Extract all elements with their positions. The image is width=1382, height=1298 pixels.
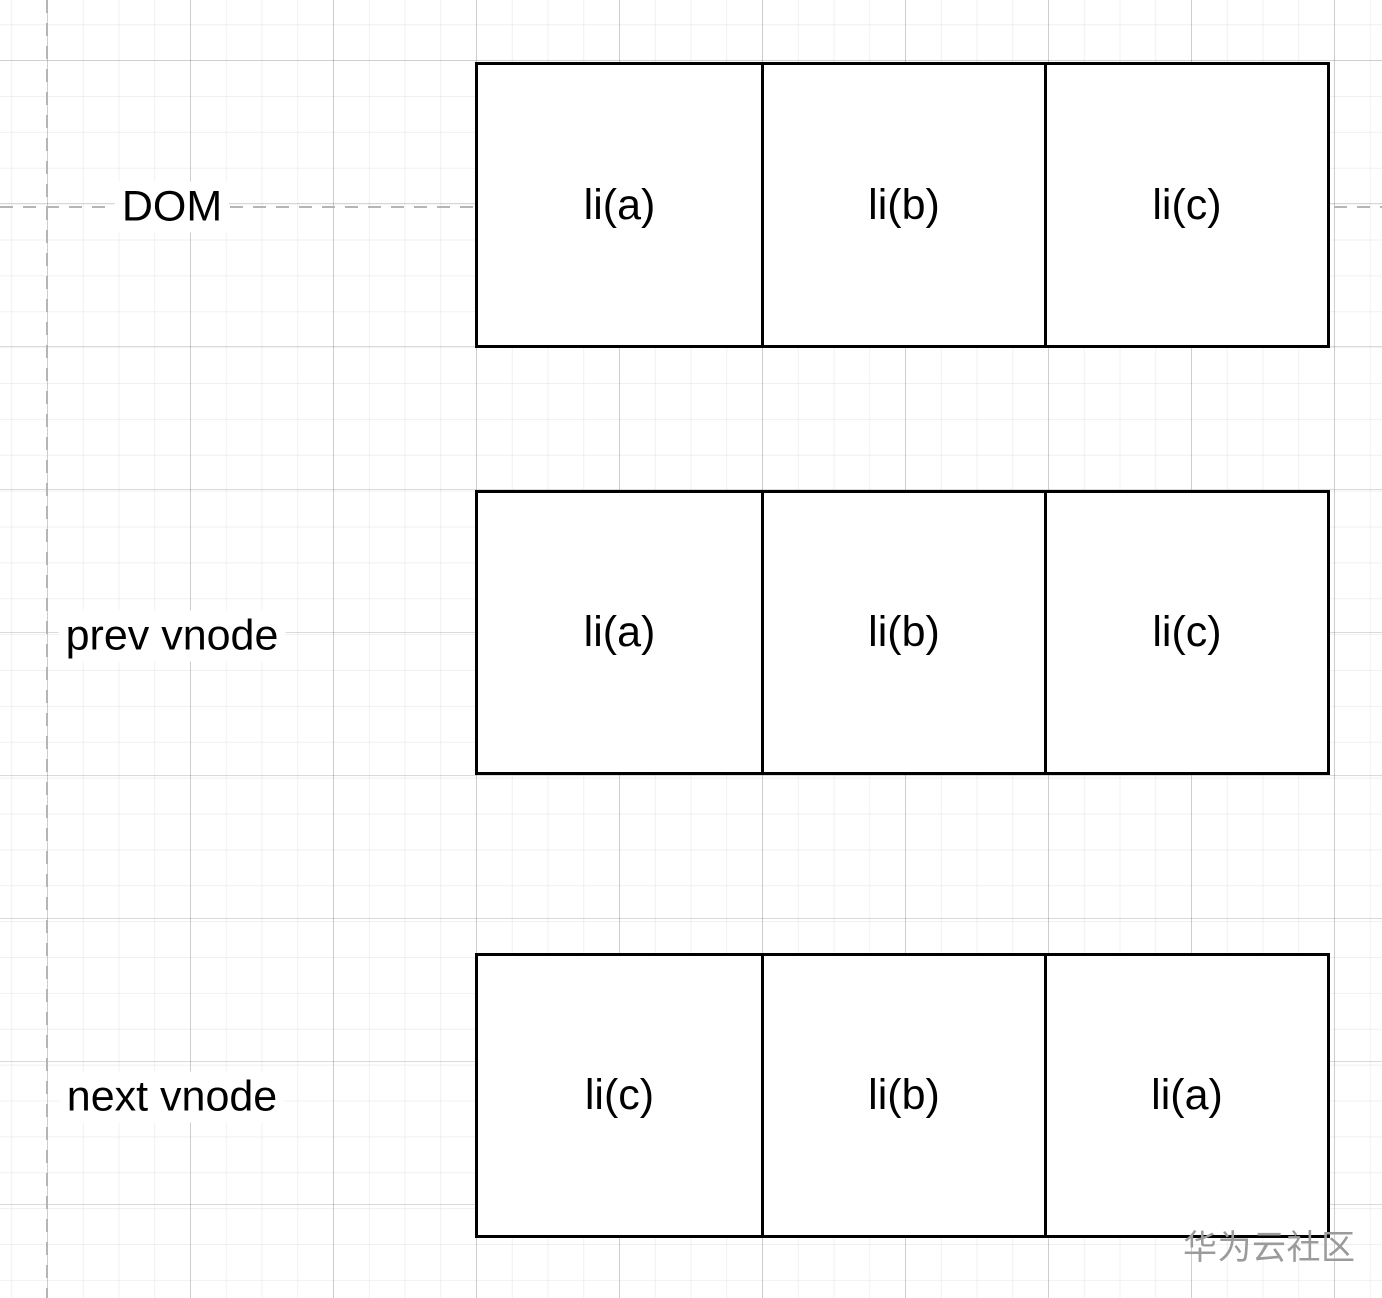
row-label-prev-vnode: prev vnode	[58, 610, 286, 662]
next-vnode-row: li(c) li(b) li(a)	[475, 953, 1330, 1238]
dom-node-row: li(a) li(b) li(c)	[475, 62, 1330, 348]
next-vnode-box-3: li(a)	[1044, 956, 1327, 1235]
page-boundary-vertical-dashed-line	[46, 0, 48, 1298]
row-label-dom: DOM	[114, 181, 230, 233]
next-vnode-box-1: li(c)	[478, 956, 761, 1235]
dom-node-box-2: li(b)	[761, 65, 1044, 345]
next-vnode-box-2: li(b)	[761, 956, 1044, 1235]
prev-vnode-box-3: li(c)	[1044, 493, 1327, 772]
dom-node-box-3: li(c)	[1044, 65, 1327, 345]
dom-node-box-1: li(a)	[478, 65, 761, 345]
huawei-cloud-community-watermark: 华为云社区	[1183, 1229, 1356, 1267]
row-label-next-vnode: next vnode	[59, 1071, 285, 1123]
prev-vnode-box-2: li(b)	[761, 493, 1044, 772]
prev-vnode-box-1: li(a)	[478, 493, 761, 772]
prev-vnode-row: li(a) li(b) li(c)	[475, 490, 1330, 775]
